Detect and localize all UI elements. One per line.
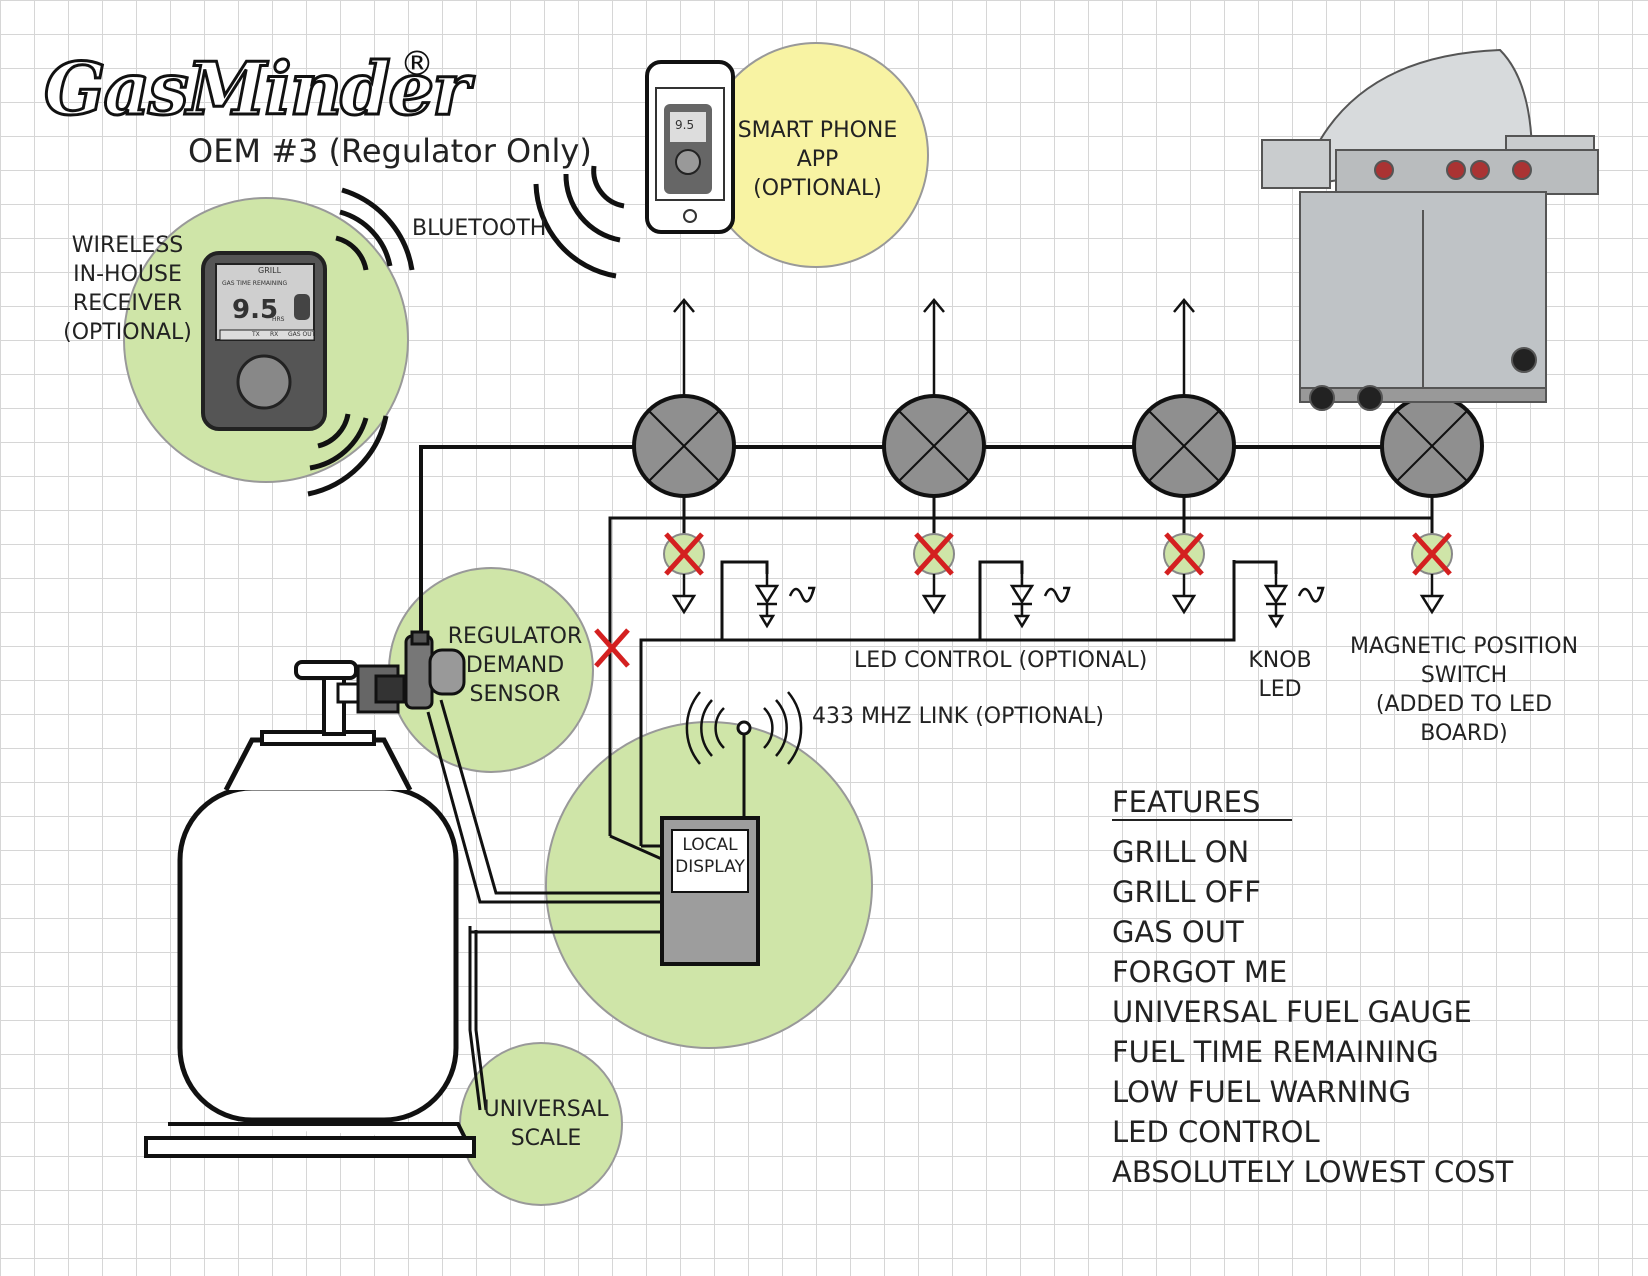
features-title: FEATURES xyxy=(1112,785,1293,821)
crossed-switch xyxy=(663,532,705,615)
receiver-display-caption: GAS TIME REMAINING xyxy=(222,280,288,287)
led-bus xyxy=(639,560,1236,846)
sensor-hoses xyxy=(426,699,664,1111)
receiver-button-rx: RX xyxy=(270,331,279,338)
local-display-label: LOCAL DISPLAY xyxy=(675,835,745,877)
led-symbol xyxy=(1009,574,1071,629)
burner-valve xyxy=(1380,394,1484,498)
feature-item: GRILL OFF xyxy=(1112,875,1261,909)
led-control-label: LED CONTROL (OPTIONAL) xyxy=(854,648,1148,673)
regulator xyxy=(356,630,466,714)
feature-item: LED CONTROL xyxy=(1112,1115,1320,1149)
receiver-device xyxy=(201,251,327,431)
smart-phone-app-label: SMART PHONE APP (OPTIONAL) xyxy=(737,118,898,201)
gas-line xyxy=(419,445,1430,650)
phone-waves xyxy=(533,165,625,279)
universal-scale-label: UNIVERSAL SCALE xyxy=(483,1097,609,1151)
feature-item: GAS OUT xyxy=(1112,915,1244,949)
phone-display-value: 9.5 xyxy=(675,118,695,132)
bluetooth-label: BLUETOOTH xyxy=(412,216,547,241)
led-symbol xyxy=(754,574,816,629)
burner-valve xyxy=(1132,394,1236,498)
burner-valve xyxy=(882,394,986,498)
smart-phone xyxy=(645,60,735,234)
features-list: GRILL ON GRILL OFF GAS OUT FORGOT ME UNI… xyxy=(1112,832,1513,1192)
receiver-button-tx: TX xyxy=(252,331,260,338)
feature-item: GRILL ON xyxy=(1112,835,1250,869)
radio-waves-433 xyxy=(685,691,803,765)
knob-led-label: KNOB LED xyxy=(1248,648,1312,702)
link-433-label: 433 MHZ LINK (OPTIONAL) xyxy=(812,704,1104,729)
crossed-switch xyxy=(1411,532,1453,615)
magnetic-switch-label: MAGNETIC POSITION SWITCH (ADDED TO LED B… xyxy=(1349,634,1579,746)
receiver-display-value: 9.5 xyxy=(232,295,279,325)
receiver-waves xyxy=(307,187,415,497)
receiver-button-gas-out: GAS OUT xyxy=(288,331,316,338)
valve-stems xyxy=(682,490,1434,540)
feature-item: FORGOT ME xyxy=(1112,955,1288,989)
feature-item: ABSOLUTELY LOWEST COST xyxy=(1112,1155,1514,1189)
led-branches xyxy=(720,560,1278,640)
cross-mark xyxy=(594,628,630,668)
propane-tank xyxy=(144,660,476,1158)
page-subtitle: OEM #3 (Regulator Only) xyxy=(188,132,592,170)
crossed-switch xyxy=(1163,532,1205,615)
gas-grill xyxy=(1261,48,1599,411)
wireless-receiver-label: WIRELESS IN-HOUSE RECEIVER (OPTIONAL) xyxy=(63,233,192,345)
feature-item: LOW FUEL WARNING xyxy=(1112,1075,1411,1109)
receiver-display-unit: HRS xyxy=(272,316,285,323)
crossed-switch xyxy=(913,532,955,615)
led-symbol xyxy=(1263,574,1325,629)
feature-item: FUEL TIME REMAINING xyxy=(1112,1035,1439,1069)
local-display-unit xyxy=(660,720,760,966)
receiver-display-top: GRILL xyxy=(258,266,282,275)
regulator-sensor-label: REGULATOR DEMAND SENSOR xyxy=(447,624,583,707)
gasminder-logo: GasMinder xyxy=(42,45,471,133)
feature-item: UNIVERSAL FUEL GAUGE xyxy=(1112,995,1472,1029)
burner-valve xyxy=(632,394,736,498)
registered-mark: ® xyxy=(400,44,434,84)
